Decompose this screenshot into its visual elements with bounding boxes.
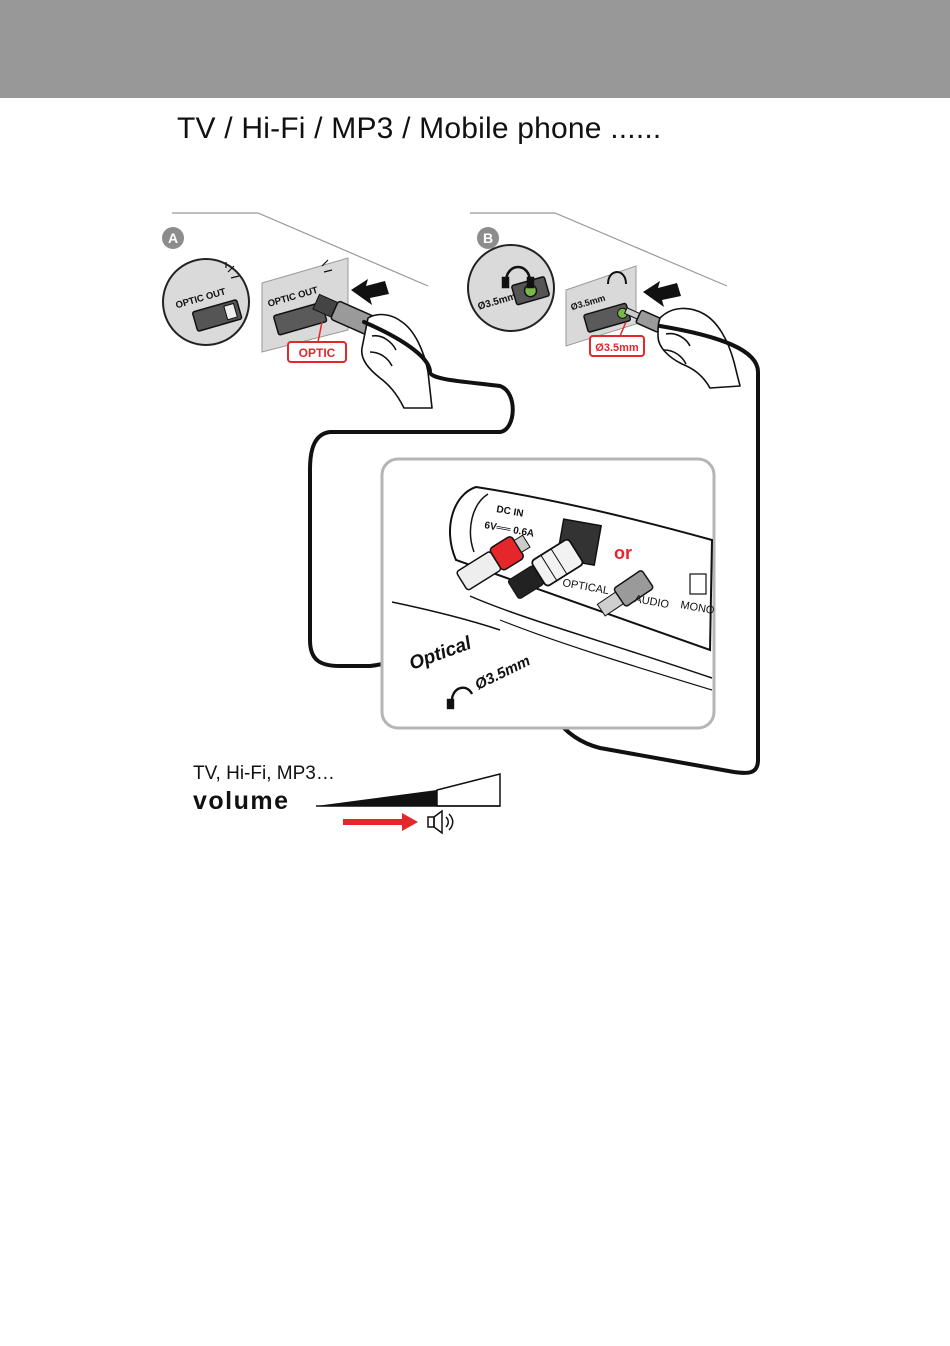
- push-arrow-b-icon: [643, 281, 681, 307]
- volume-arrow-icon: [343, 813, 418, 831]
- or-label: or: [614, 543, 632, 563]
- volume-sources-label: TV, Hi-Fi, MP3…: [193, 763, 335, 784]
- badge-a-label: A: [168, 230, 178, 246]
- hand-b-illustration: [658, 308, 740, 388]
- speaker-icon: [428, 811, 453, 833]
- badge-b-label: B: [483, 230, 493, 246]
- device-inset: DC IN 6V══ 0.6A or OPTICAL AUDIO MONO Op…: [382, 459, 716, 728]
- hand-a-illustration: [362, 315, 432, 408]
- volume-ramp: [316, 774, 500, 806]
- push-arrow-icon: [351, 279, 389, 305]
- audio-callout-label: Ø3.5mm: [595, 342, 639, 354]
- optic-callout-label: OPTIC: [299, 346, 336, 360]
- panel-a: A OPTIC OUT OPTIC OUT: [162, 213, 432, 408]
- volume-section: TV, Hi-Fi, MP3… volume: [193, 763, 500, 833]
- panel-b: B Ø3.5mm Ø3.5mm Ø3.5mm: [468, 213, 740, 388]
- volume-label: volume: [193, 787, 290, 815]
